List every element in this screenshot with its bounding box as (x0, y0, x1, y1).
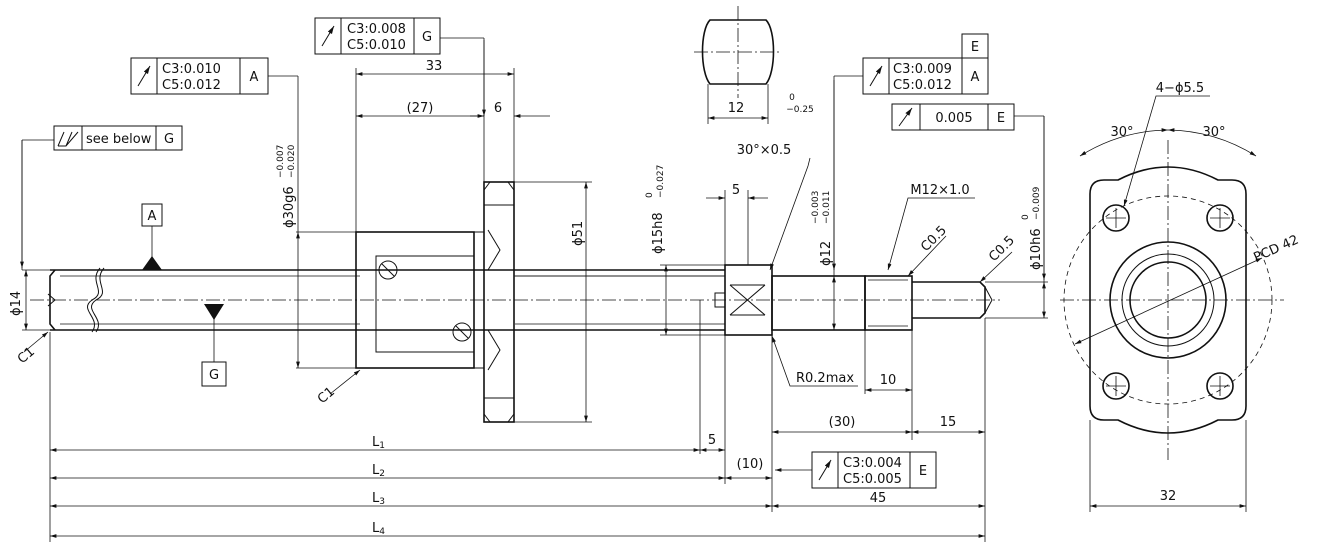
total-runout-icon (57, 131, 79, 147)
tolerance-frame-flange: C3:0.008 C5:0.010 G (314, 17, 441, 55)
nut-flange (483, 181, 515, 423)
dim-c05-end: C0.5 (986, 233, 1018, 265)
dim-phi30: ϕ30g6 (282, 186, 297, 228)
svg-text:A: A (971, 70, 980, 85)
runout-icon (898, 107, 913, 127)
svg-text:0: 0 (1021, 214, 1031, 220)
dim-c1-nut: C1 (315, 384, 338, 407)
tolerance-frame-end: C3:0.004 C5:0.005 E (811, 451, 937, 489)
shaft-end-10 (912, 281, 986, 319)
runout-icon (818, 459, 832, 481)
svg-text:−0.020: −0.020 (287, 144, 297, 178)
tolerance-frame-total-runout: see below G (53, 125, 183, 151)
dim-15: 15 (940, 415, 957, 430)
shaft-step-12 (771, 275, 866, 331)
svg-text:C5:0.010: C5:0.010 (347, 38, 406, 53)
dim-10-paren: (10) (737, 457, 764, 472)
dim-27: (27) (407, 101, 434, 116)
dim-6: 6 (494, 101, 502, 116)
flange-outline (1089, 166, 1247, 434)
dim-33: 33 (426, 59, 443, 74)
dim-c1-left: C1 (15, 344, 38, 367)
svg-text:see below: see below (86, 132, 152, 147)
dim-5-bottom: 5 (708, 433, 716, 448)
dim-5-top: 5 (732, 183, 740, 198)
mounting-hole (1206, 372, 1234, 400)
dimension-lines (20, 37, 1048, 542)
svg-text:0: 0 (645, 192, 655, 198)
m12-thread (864, 275, 913, 331)
flat-section-view: 12 0 −0.25 (694, 6, 814, 124)
wiper-screw (378, 260, 398, 280)
svg-text:0: 0 (789, 93, 795, 103)
svg-text:E: E (919, 464, 927, 479)
datum-e-box: E (961, 33, 989, 59)
dim-l2: L2 (372, 463, 385, 479)
dim-45: 45 (870, 491, 887, 506)
shaft-end-chamfer (49, 269, 56, 331)
svg-text:G: G (164, 132, 174, 147)
dim-phi15: ϕ15h8 (651, 212, 666, 254)
svg-text:G: G (422, 30, 432, 45)
datum-g-box: G (201, 361, 227, 387)
flange-end-view: 30° 30° 4−ϕ5.5 PCD 42 32 (1060, 81, 1301, 512)
datum-a-triangle (142, 256, 162, 270)
dim-10-thread: 10 (880, 373, 897, 388)
mounting-hole (1102, 204, 1130, 232)
mounting-hole (1102, 372, 1130, 400)
svg-text:E: E (971, 40, 979, 55)
dim-c05-thread: C0.5 (918, 223, 950, 255)
dim-angle-right: 30° (1202, 125, 1225, 140)
datum-a-box: A (141, 203, 163, 227)
svg-text:G: G (209, 368, 219, 383)
shaft-side-view (30, 181, 1000, 423)
dim-r02: R0.2max (796, 371, 854, 386)
svg-text:C5:0.012: C5:0.012 (162, 78, 221, 93)
svg-text:C3:0.009: C3:0.009 (893, 62, 952, 77)
dim-l4: L4 (372, 521, 385, 537)
dim-32: 32 (1160, 489, 1177, 504)
tolerance-frame-support: C3:0.009 C5:0.012 A (862, 57, 989, 95)
dim-phi51: ϕ51 (571, 221, 586, 246)
pcd-circle (1063, 195, 1273, 405)
runout-icon (321, 25, 335, 47)
svg-text:−0.25: −0.25 (786, 105, 814, 115)
runout-icon (137, 65, 151, 87)
dim-l1: L1 (372, 435, 385, 451)
svg-text:C3:0.004: C3:0.004 (843, 456, 902, 471)
svg-text:C5:0.012: C5:0.012 (893, 78, 952, 93)
dim-chamfer-30: 30°×0.5 (737, 143, 792, 158)
dim-flat-12: 12 (728, 101, 745, 116)
svg-text:C3:0.008: C3:0.008 (347, 22, 406, 37)
svg-text:C3:0.010: C3:0.010 (162, 62, 221, 77)
svg-text:A: A (250, 70, 259, 85)
dim-phi10: ϕ10h6 (1029, 228, 1044, 270)
svg-text:C5:0.005: C5:0.005 (843, 472, 902, 487)
svg-text:−0.011: −0.011 (822, 191, 832, 224)
tolerance-frame-shaft: C3:0.010 C5:0.012 A (130, 57, 269, 95)
dim-phi12: ϕ12 (819, 241, 834, 266)
svg-text:E: E (997, 111, 1005, 126)
svg-text:A: A (148, 209, 157, 224)
dim-m12: M12×1.0 (910, 183, 969, 198)
svg-text:0.005: 0.005 (935, 111, 972, 126)
svg-text:−0.007: −0.007 (276, 145, 286, 178)
dimension-labels: 33 (27) 6 ϕ30g6 −0.007 −0.020 ϕ51 ϕ14 C1… (9, 59, 1044, 537)
break-line (87, 267, 101, 333)
dim-holes: 4−ϕ5.5 (1156, 81, 1204, 96)
datum-g-triangle (204, 304, 224, 320)
dim-l3: L3 (372, 491, 385, 507)
tolerance-frame-face: 0.005 E (891, 103, 1015, 131)
dim-30: (30) (829, 415, 856, 430)
svg-text:−0.009: −0.009 (1032, 186, 1042, 220)
dim-phi14: ϕ14 (9, 291, 24, 316)
dim-pcd: PCD 42 (1252, 233, 1302, 266)
mounting-hole (1206, 204, 1234, 232)
svg-text:−0.003: −0.003 (811, 191, 821, 224)
dim-angle-left: 30° (1110, 125, 1133, 140)
svg-text:−0.027: −0.027 (656, 165, 666, 198)
runout-icon (869, 65, 883, 87)
